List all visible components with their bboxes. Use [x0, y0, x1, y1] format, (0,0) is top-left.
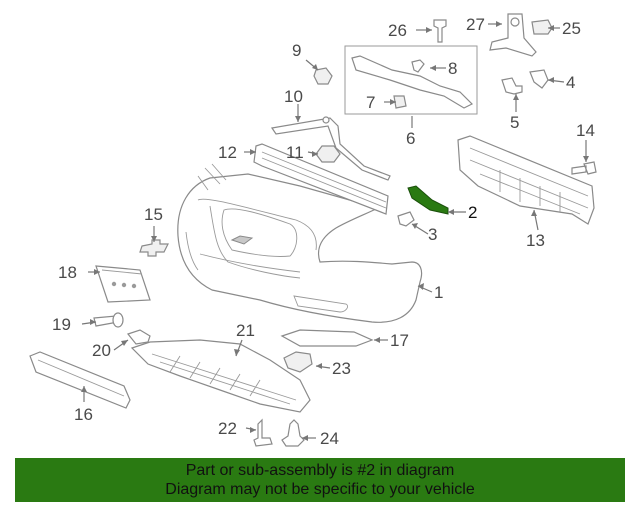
retainer-23	[283, 351, 313, 373]
arrowheads	[81, 21, 589, 441]
parts-diagram: 1 2 3 4 5 6 7 8 9 10 11 12 13 14 15 16 1…	[29, 13, 597, 448]
callout-16: 16	[74, 405, 93, 424]
callout-11: 11	[286, 143, 304, 162]
callout-17: 17	[390, 331, 409, 350]
banner-line-2: Diagram may not be specific to your vehi…	[165, 481, 475, 498]
callout-5: 5	[510, 113, 519, 132]
banner-line-1: Part or sub-assembly is #2 in diagram	[185, 462, 455, 479]
callout-9: 9	[292, 41, 301, 60]
license-bracket-18	[95, 265, 151, 303]
bolt-5	[501, 77, 523, 95]
callout-22: 22	[218, 419, 237, 438]
callout-4: 4	[566, 73, 575, 92]
bolt-3	[397, 211, 415, 227]
clip-4	[529, 69, 549, 89]
bolt-22	[253, 418, 273, 447]
lower-shield-21	[130, 339, 311, 413]
bracket-27	[489, 13, 537, 57]
energy-absorber	[253, 143, 389, 215]
grille-molding-16	[29, 351, 131, 409]
deflector-17	[280, 329, 374, 347]
nut-25	[531, 19, 553, 35]
callout-8: 8	[448, 59, 457, 78]
highlighted-part-2	[407, 185, 449, 215]
callout-1: 1	[434, 283, 443, 302]
callout-6: 6	[406, 129, 415, 148]
emblem-15	[139, 239, 169, 257]
callout-26: 26	[388, 21, 407, 40]
bumper-fascia	[177, 163, 423, 323]
callout-25: 25	[562, 19, 581, 38]
callout-12: 12	[218, 143, 237, 162]
push-pin-24	[281, 419, 305, 447]
callout-7: 7	[366, 93, 375, 112]
callout-10: 10	[284, 87, 303, 106]
callout-2: 2	[468, 203, 477, 222]
clip-9	[313, 67, 333, 85]
callout-14: 14	[576, 121, 595, 140]
impact-bar	[457, 135, 595, 225]
push-clip-20	[126, 329, 151, 345]
callout-27: 27	[466, 15, 485, 34]
bolt-14	[571, 161, 597, 175]
callout-20: 20	[92, 341, 111, 360]
callout-21: 21	[236, 321, 255, 340]
callout-3: 3	[428, 225, 437, 244]
bracket-assembly-box	[344, 45, 478, 115]
callout-labels: 1 2 3 4 5 6 7 8 9 10 11 12 13 14 15 16 1…	[52, 15, 595, 448]
info-banner: Part or sub-assembly is #2 in diagram Di…	[15, 458, 625, 502]
callout-18: 18	[58, 263, 77, 282]
callout-19: 19	[52, 315, 71, 334]
callout-23: 23	[332, 359, 351, 378]
bracket-10	[270, 116, 391, 181]
callout-15: 15	[144, 205, 163, 224]
nut-11	[315, 145, 341, 163]
screw-19	[93, 312, 124, 328]
callout-13: 13	[526, 231, 545, 250]
bolt-26	[433, 19, 447, 43]
callout-24: 24	[320, 429, 339, 448]
